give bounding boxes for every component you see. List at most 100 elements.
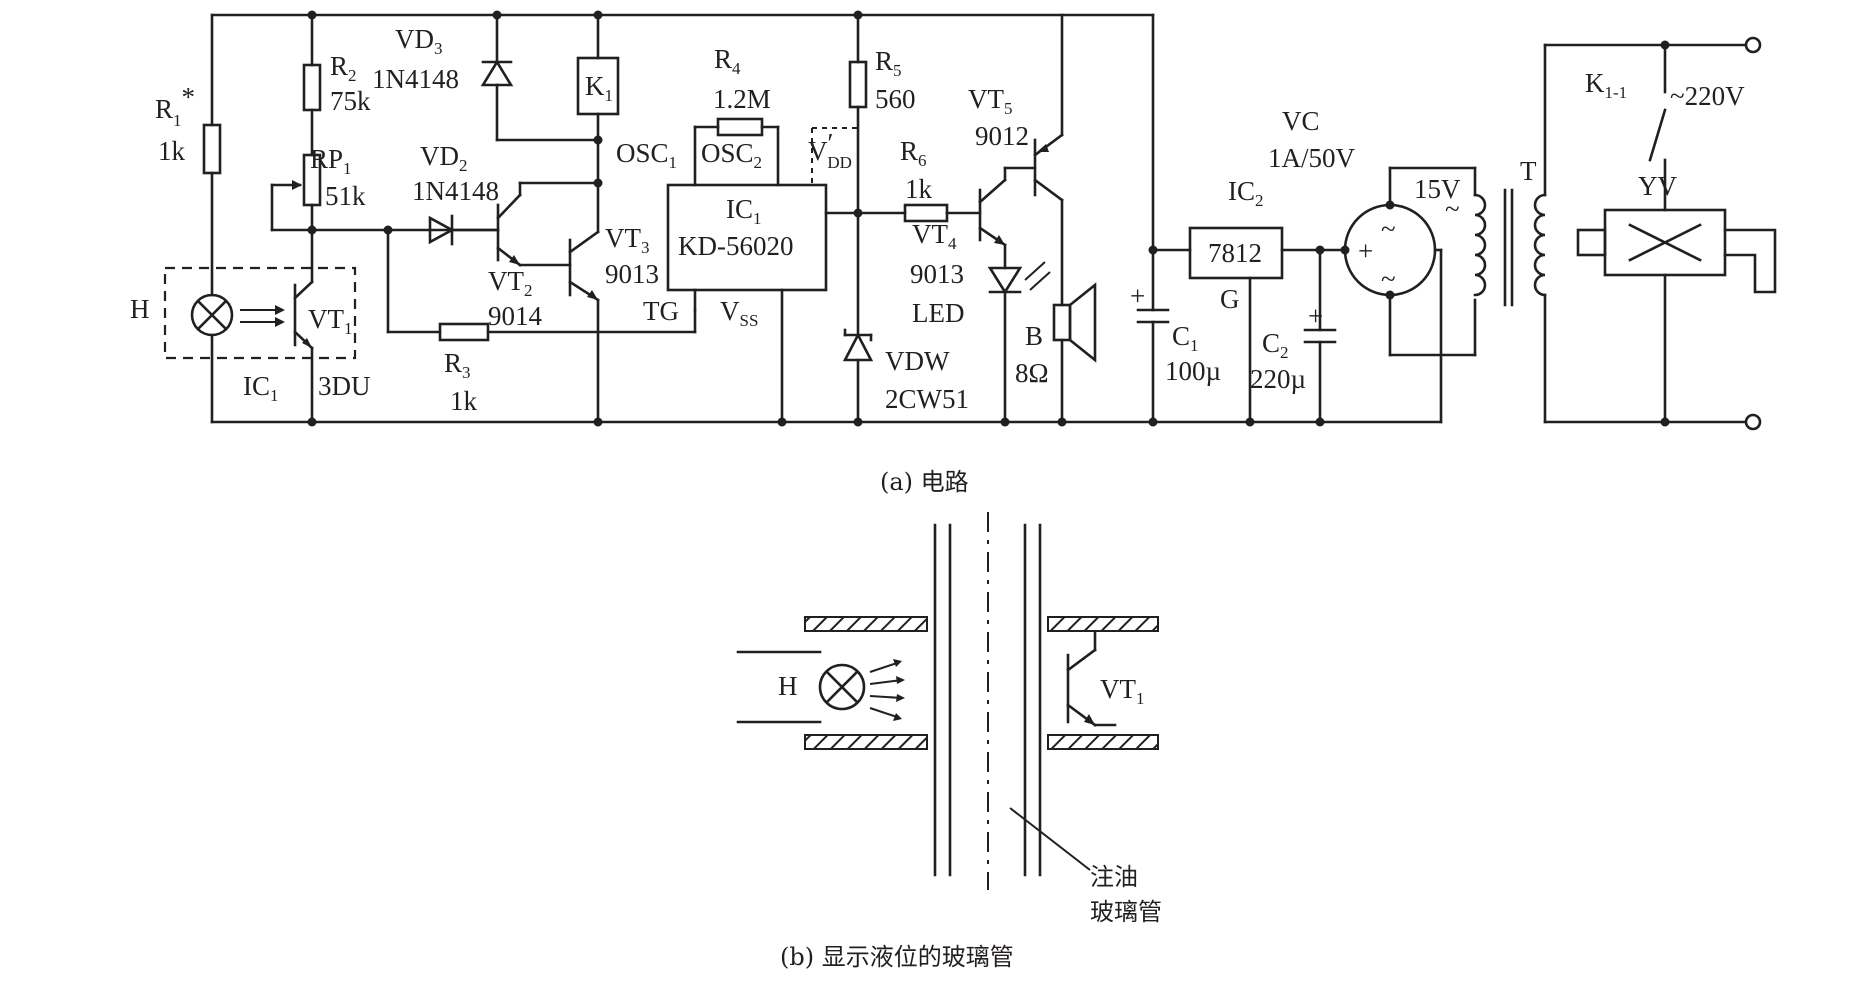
- label-c1: C1: [1172, 321, 1199, 355]
- vt3-collector: [568, 230, 600, 254]
- label-220v: ~220V: [1670, 81, 1745, 111]
- led-light: [1029, 271, 1051, 291]
- pipe-label-line1: 注油: [1090, 863, 1138, 891]
- label-rp1: RP1: [310, 144, 352, 178]
- label-vd2: VD2: [420, 141, 468, 175]
- glass-tube-figure: H VT1 注油 玻璃管 (b) 显示液位的玻璃管: [736, 512, 1162, 971]
- label-15v: 15V: [1414, 174, 1461, 204]
- resistor-r2: [302, 63, 322, 112]
- speaker-b: [1052, 303, 1072, 342]
- resistor-r1: [202, 123, 222, 175]
- led: [987, 266, 1023, 295]
- label-vd3-value: 1N4148: [372, 64, 459, 94]
- ac-terminal-top: [1744, 36, 1762, 54]
- caption-b: (b) 显示液位的玻璃管: [780, 943, 1014, 971]
- led-light: [1024, 261, 1046, 281]
- label-vt2-value: 9014: [488, 301, 543, 331]
- housing-right-bottom: [1047, 734, 1159, 750]
- label-r2-value: 75k: [330, 86, 371, 116]
- label-b: B: [1025, 321, 1043, 351]
- label-vt1: VT1: [308, 304, 353, 338]
- label-k11: K1-1: [1585, 68, 1627, 102]
- label-g: G: [1220, 284, 1240, 314]
- rp1-wiper-arrow: [292, 180, 302, 190]
- resistor-r3: [438, 322, 490, 342]
- lamp-h-symbol: [190, 293, 234, 337]
- diode-vd2: [428, 215, 455, 245]
- vt1-arrow: [302, 338, 312, 348]
- transformer-primary: [1533, 193, 1547, 297]
- valve-body: [1576, 228, 1607, 257]
- vt5-collector: [1033, 178, 1064, 202]
- pipe-label-line2: 玻璃管: [1090, 898, 1162, 926]
- zener-vdw: [842, 332, 874, 362]
- label-led: LED: [912, 298, 964, 328]
- label-c2-plus: +: [1308, 301, 1323, 331]
- speaker-cone: [1068, 282, 1097, 363]
- diode-vd3: [480, 59, 514, 87]
- label-r4-value: 1.2M: [713, 84, 771, 114]
- main-circuit: R1* 1k R2 75k RP1 51k VD3 1N4148 VD2 1N4…: [130, 10, 1777, 496]
- label-c1-value: 100µ: [1165, 356, 1221, 386]
- label-ic2-value: 7812: [1208, 238, 1262, 268]
- label-vt3-value: 9013: [605, 259, 659, 289]
- lamp-cross: [825, 670, 859, 704]
- label-r6-value: 1k: [905, 174, 933, 204]
- label-ic1-value: KD-56020: [678, 231, 794, 261]
- ic1-kd56020: [666, 183, 828, 292]
- label-vss: VSS: [720, 296, 758, 330]
- label-c2: C2: [1262, 328, 1289, 362]
- label-ic1-opto: IC1: [243, 371, 279, 405]
- ic1-optocoupler-box: [163, 266, 357, 360]
- housing-left-top: [804, 616, 928, 632]
- label-ic1: IC1: [726, 194, 762, 228]
- label-rp1-value: 51k: [325, 181, 366, 211]
- label-15v-tilde: ~: [1445, 194, 1460, 224]
- vt4-collector: [978, 178, 1007, 204]
- vt4-arrow: [994, 235, 1005, 245]
- label-ic2: IC2: [1228, 176, 1264, 210]
- vt2-collector: [496, 193, 522, 220]
- label-r3-value: 1k: [450, 386, 478, 416]
- ic2-regulator: [1188, 226, 1284, 280]
- lamp-h-symbol: [818, 663, 866, 711]
- label-bridge-plus: +: [1358, 236, 1373, 266]
- label-r2: R2: [330, 51, 357, 85]
- label-osc1: OSC1: [616, 138, 677, 172]
- vt5-arrow: [1037, 144, 1049, 152]
- label-vt3: VT3: [605, 223, 650, 257]
- label-t: T: [1520, 156, 1537, 186]
- label-k1: K1: [585, 71, 613, 105]
- label-bridge-ac2: ~: [1381, 264, 1396, 294]
- vt1-collector: [293, 280, 314, 300]
- junction-dots: [307, 10, 1670, 427]
- label-vt5-value: 9012: [975, 121, 1029, 151]
- lamp-cross: [196, 299, 228, 331]
- label-3du: 3DU: [318, 371, 371, 401]
- resistor-r4: [716, 117, 764, 137]
- label-vt5: VT5: [968, 84, 1013, 118]
- fig-b-label-vt1: VT1: [1100, 674, 1145, 708]
- housing-left-bottom: [804, 734, 928, 750]
- label-tg: TG: [643, 296, 679, 326]
- label-vc: VC: [1282, 106, 1320, 136]
- label-yv: YV: [1638, 171, 1677, 201]
- label-r6: R6: [900, 136, 927, 170]
- valve-cross: [1628, 223, 1702, 262]
- vt2-arrow: [509, 255, 520, 265]
- housing-right-top: [1047, 616, 1159, 632]
- label-vdw-value: 2CW51: [885, 384, 969, 414]
- label-r3: R3: [444, 348, 471, 382]
- relay-contact-k11: [1648, 108, 1667, 162]
- fig-b-vt1-collector: [1066, 648, 1097, 672]
- label-vdw: VDW: [885, 346, 950, 376]
- ac-terminal-bottom: [1744, 413, 1762, 431]
- light-arrows: [240, 305, 285, 327]
- valve-pipe: [1723, 228, 1777, 294]
- label-bridge-ac1: ~: [1381, 214, 1396, 244]
- label-vd2-value: 1N4148: [412, 176, 499, 206]
- label-osc2: OSC2: [701, 138, 762, 172]
- label-c2-value: 220µ: [1250, 364, 1306, 394]
- caption-a: (a) 电路: [880, 468, 969, 496]
